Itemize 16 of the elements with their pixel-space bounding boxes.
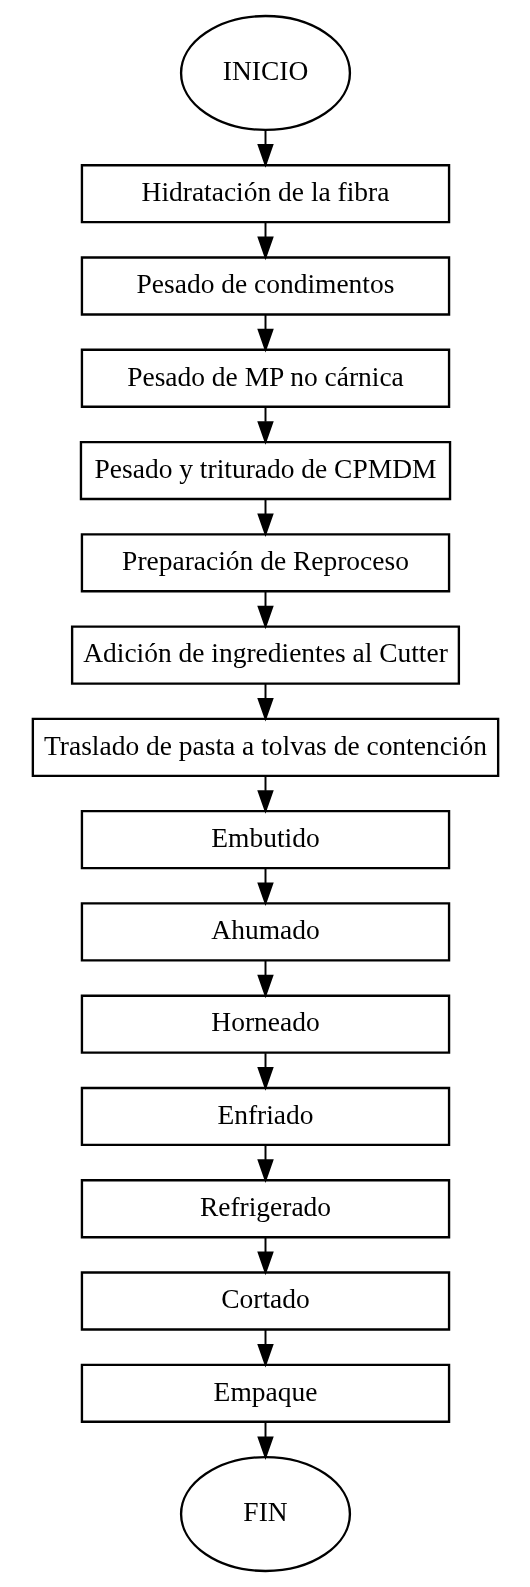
node-box: Horneado [80, 994, 450, 1054]
node-box: Adición de ingredientes al Cutter [70, 625, 460, 685]
node-box: Enfriado [80, 1086, 450, 1147]
node-ellipse: INICIO [179, 14, 351, 132]
node-box: Ahumado [80, 902, 450, 962]
node-box: Empaque [80, 1363, 450, 1423]
node-box: Preparación de Reproceso [80, 533, 450, 593]
node-box: Traslado de pasta a tolvas de contención [31, 717, 499, 777]
node-box: Pesado de condimentos [80, 256, 450, 316]
node-box: Cortado [80, 1271, 450, 1331]
node-box: Embutido [80, 810, 450, 870]
node-box: Hidratación de la fibra [80, 164, 450, 224]
node-box: Pesado de MP no cárnica [80, 348, 450, 408]
node-ellipse: FIN [179, 1455, 351, 1573]
node-box: Pesado y triturado de CPMDM [79, 440, 451, 501]
node-box: Refrigerado [80, 1179, 450, 1239]
